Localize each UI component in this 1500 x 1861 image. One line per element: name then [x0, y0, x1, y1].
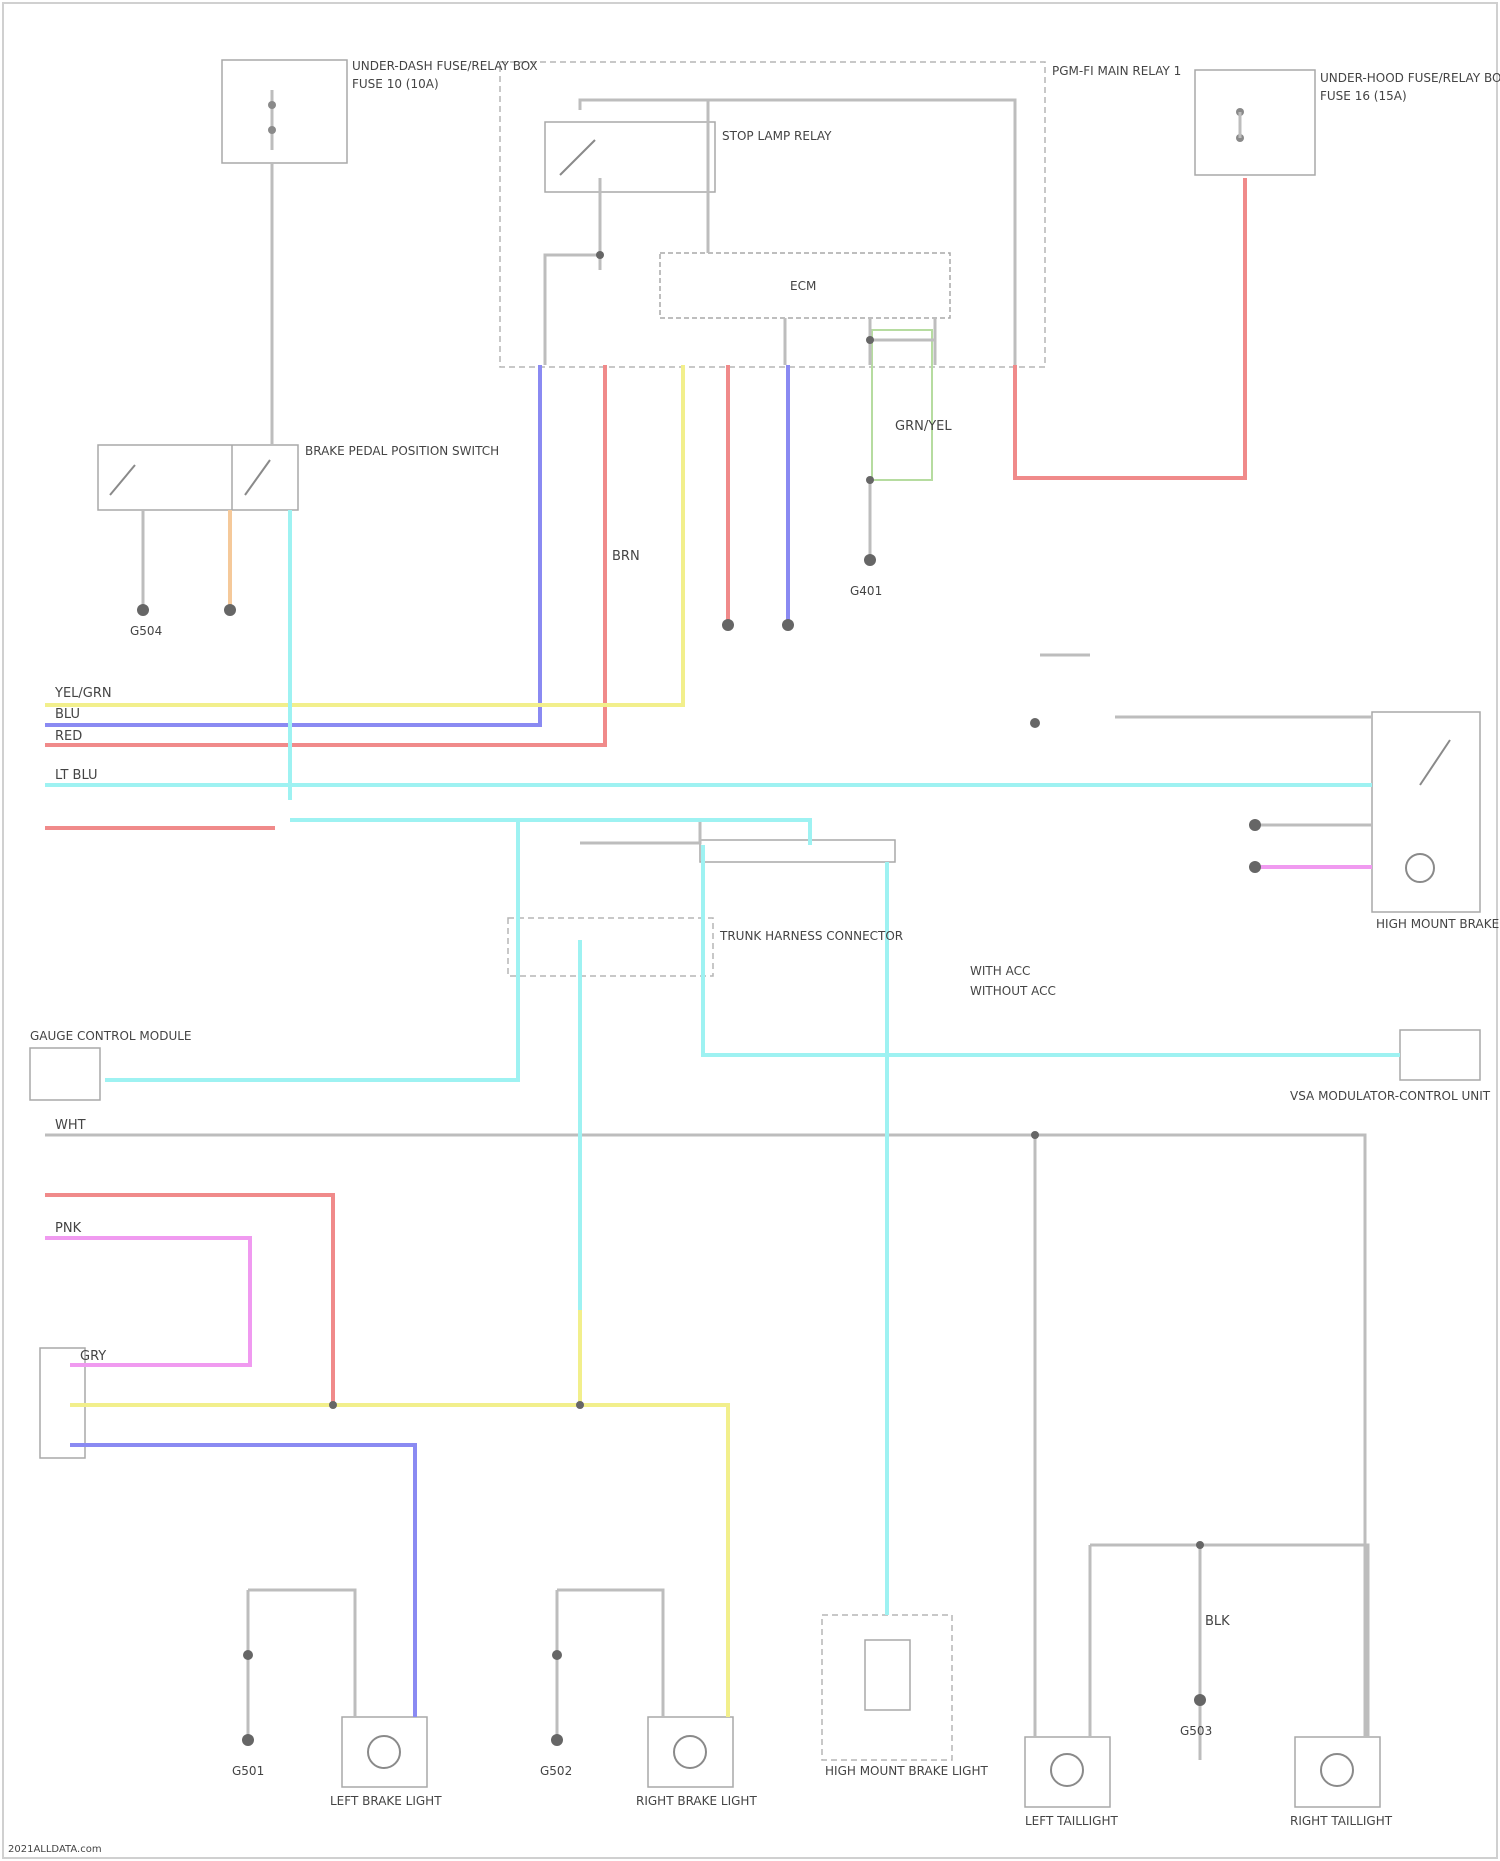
wire-label-pnk: PNK [55, 1221, 82, 1236]
brake-switch-outline [98, 445, 298, 510]
component-labels: UNDER-DASH FUSE/RELAY BOX FUSE 10 (10A) … [30, 59, 1500, 1828]
fuse-box-left-fuse-label: FUSE 10 (10A) [352, 77, 439, 91]
wire-label-brn: BRN [612, 549, 640, 564]
high-mount-bottom-label: HIGH MOUNT BRAKE LIGHT [825, 1764, 989, 1778]
pgm-fi-relay-label: PGM-FI MAIN RELAY 1 [1052, 64, 1181, 78]
fuse-box-right [1195, 70, 1315, 175]
vsa-label: VSA MODULATOR-CONTROL UNIT [1290, 1089, 1491, 1103]
fuse-box-left [222, 60, 347, 163]
fuse-box-left-label: UNDER-DASH FUSE/RELAY BOX [352, 59, 538, 73]
ground-g503: G503 [1180, 1724, 1212, 1738]
stop-lamp-relay-box [545, 122, 715, 192]
cyan-wires [45, 510, 1400, 1615]
wire-label-grnyel: GRN/YEL [895, 419, 952, 434]
fuse-box-right-fuse-label: FUSE 16 (15A) [1320, 89, 1407, 103]
right-taillight-outline [1295, 1737, 1380, 1807]
high-mount-outline [1372, 712, 1480, 912]
fuse-box-left-outline [222, 60, 347, 163]
high-mount-bottom [822, 1615, 952, 1760]
ground-g501: G501 [232, 1764, 264, 1778]
high-mount-bottom-outline [822, 1615, 952, 1760]
brake-pedal-switch [98, 445, 298, 510]
wire-label-ltblu: LT BLU [55, 768, 98, 783]
ground-g401: G401 [850, 584, 882, 598]
right-brake-light-label: RIGHT BRAKE LIGHT [636, 1794, 757, 1808]
pgm-fi-relay-box [872, 330, 932, 480]
ground-g504: G504 [130, 624, 162, 638]
right-taillight-label: RIGHT TAILLIGHT [1290, 1814, 1393, 1828]
left-taillight-outline [1025, 1737, 1110, 1807]
ground-g502: G502 [540, 1764, 572, 1778]
ground-labels: G401 G501 G502 G503 G504 [130, 584, 1212, 1778]
ecm-enclosure [500, 62, 1045, 480]
wire-label-yelgrn: YEL/GRN [54, 686, 112, 701]
wire-label-gry: GRY [80, 1349, 106, 1364]
left-taillight [1025, 1737, 1110, 1807]
right-brake-outline [648, 1717, 733, 1787]
gauge-control-module [30, 1048, 100, 1100]
gauge-module-label: GAUGE CONTROL MODULE [30, 1029, 192, 1043]
junction-dots [137, 251, 1261, 1746]
fuse-box-right-label: UNDER-HOOD FUSE/RELAY BOX [1320, 71, 1500, 85]
ecm-dashed-outline [500, 62, 1045, 367]
wire-label-wht: WHT [55, 1118, 86, 1133]
grey-wires [45, 100, 1372, 1760]
wire-label-blk: BLK [1205, 1614, 1230, 1629]
stop-lamp-relay-label: STOP LAMP RELAY [722, 129, 832, 143]
without-acc-label: WITHOUT ACC [970, 984, 1056, 998]
wire-label-red: RED [55, 729, 82, 744]
right-taillight [1295, 1737, 1380, 1807]
left-brake-light [342, 1717, 427, 1787]
red-wires [45, 178, 1245, 1405]
wire-label-blu: BLU [55, 707, 80, 722]
with-acc-label: WITH ACC [970, 964, 1030, 978]
left-brake-light-label: LEFT BRAKE LIGHT [330, 1794, 442, 1808]
vsa-outline [1400, 1030, 1480, 1080]
pink-wires [45, 867, 1372, 1365]
ecm-label: ECM [790, 279, 816, 293]
trunk-connector-outline [508, 918, 713, 976]
fuse-box-right-outline [1195, 70, 1315, 175]
left-taillight-label: LEFT TAILLIGHT [1025, 1814, 1118, 1828]
vsa-modulator [1400, 1030, 1480, 1080]
watermark: 2021ALLDATA.com [8, 1844, 102, 1855]
trunk-connector-label: TRUNK HARNESS CONNECTOR [719, 929, 903, 943]
high-mount-brake-light [1372, 712, 1480, 912]
right-brake-light [648, 1717, 733, 1787]
high-mount-label: HIGH MOUNT BRAKE LIGHT [1376, 917, 1500, 931]
brake-switch-label: BRAKE PEDAL POSITION SWITCH [305, 444, 499, 458]
gauge-module-outline [30, 1048, 100, 1100]
left-brake-outline [342, 1717, 427, 1787]
